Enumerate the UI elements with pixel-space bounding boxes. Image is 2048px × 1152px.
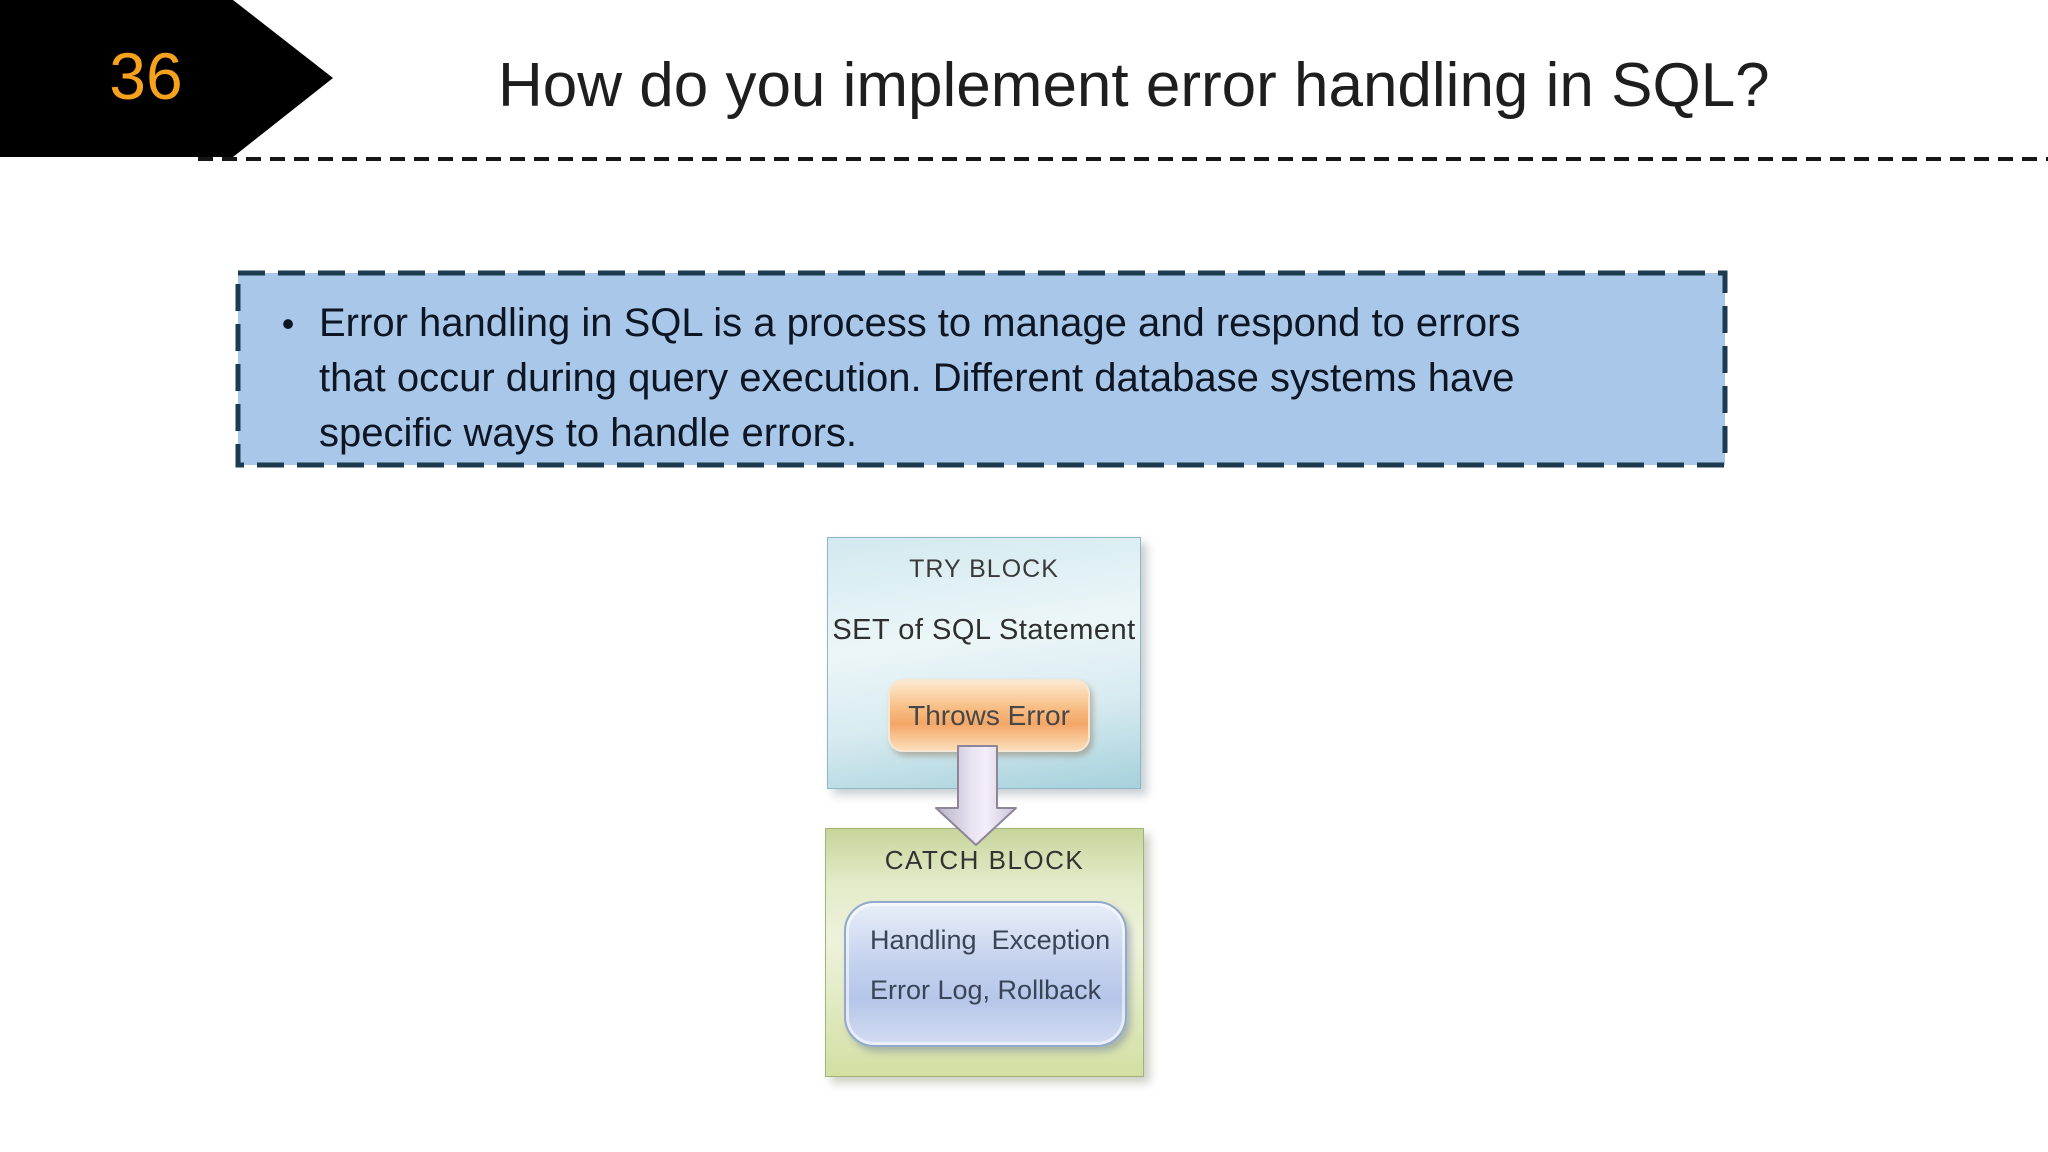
slide-title: How do you implement error handling in S… xyxy=(498,51,1770,120)
catch-block-box: CATCH BLOCK Handling Exception Error Log… xyxy=(825,828,1144,1077)
try-block-title: TRY BLOCK xyxy=(909,555,1059,583)
bullet-marker: • xyxy=(281,303,295,344)
exception-handler-box: Handling Exception Error Log, Rollback xyxy=(844,901,1127,1047)
callout-text: Error handling in SQL is a process to ma… xyxy=(319,296,1520,461)
callout-text-line2: that occur during query execution. Diffe… xyxy=(319,356,1515,400)
callout-text-line1: Error handling in SQL is a process to ma… xyxy=(319,301,1521,345)
throws-error-label: Throws Error xyxy=(888,679,1090,752)
catch-block-title: CATCH BLOCK xyxy=(884,845,1085,875)
definition-callout: • Error handling in SQL is a process to … xyxy=(235,270,1728,468)
try-block-subtitle: SET of SQL Statement xyxy=(832,614,1136,646)
callout-text-line3: specific ways to handle errors. xyxy=(319,411,858,455)
callout-dashed-border xyxy=(235,270,1728,468)
handler-line-1: Handling Exception xyxy=(870,925,1111,955)
down-arrow-icon xyxy=(935,745,1017,846)
dashed-divider-line xyxy=(198,157,2048,161)
throws-error-text: Throws Error xyxy=(908,699,1070,731)
slide-number: 36 xyxy=(109,39,183,113)
handler-line-2: Error Log, Rollback xyxy=(870,975,1102,1005)
callout-content: • Error handling in SQL is a process to … xyxy=(257,296,1710,461)
